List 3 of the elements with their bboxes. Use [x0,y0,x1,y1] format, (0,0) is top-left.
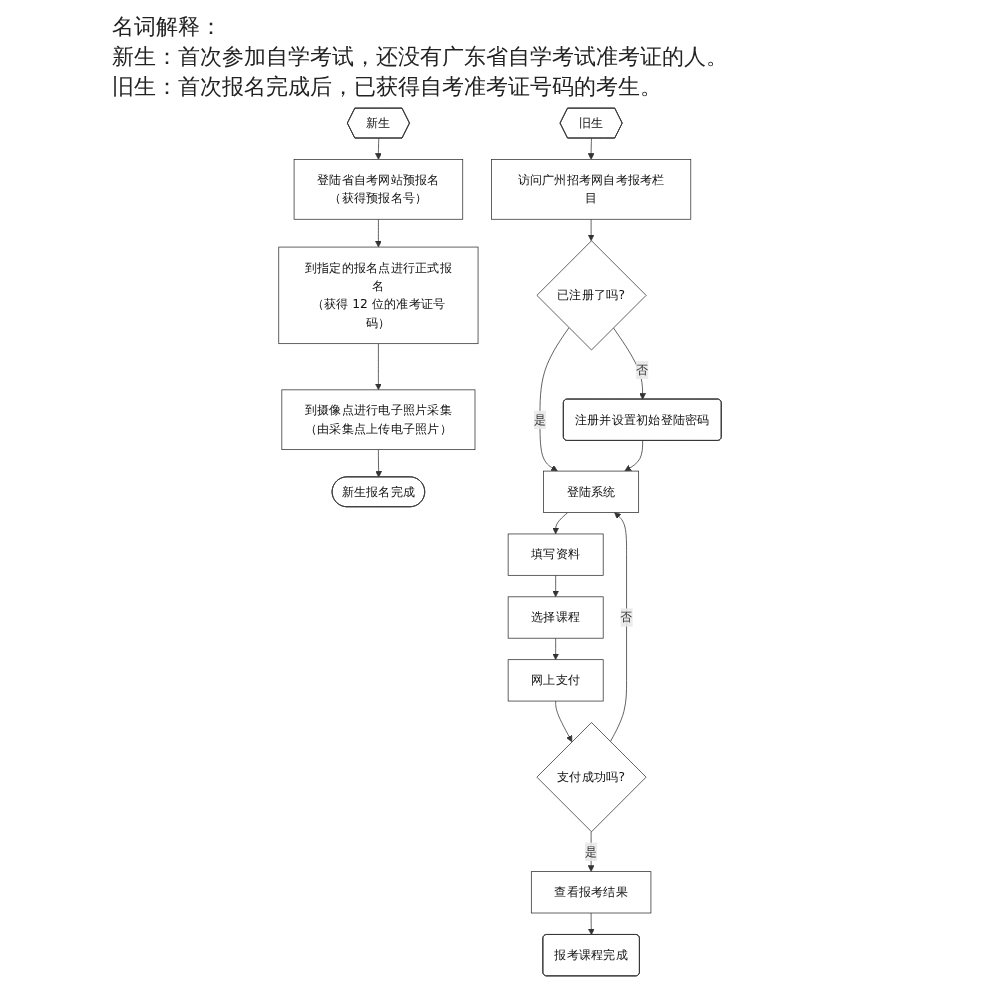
note-text: 新生：首次参加自学考试，还没有广东省自学考试准考证的人。 [112,42,730,72]
note-heading: 名词解释： [112,12,224,42]
note-text: 旧生：首次报名完成后，已获得自考准考证号码的考生。 [112,72,664,102]
